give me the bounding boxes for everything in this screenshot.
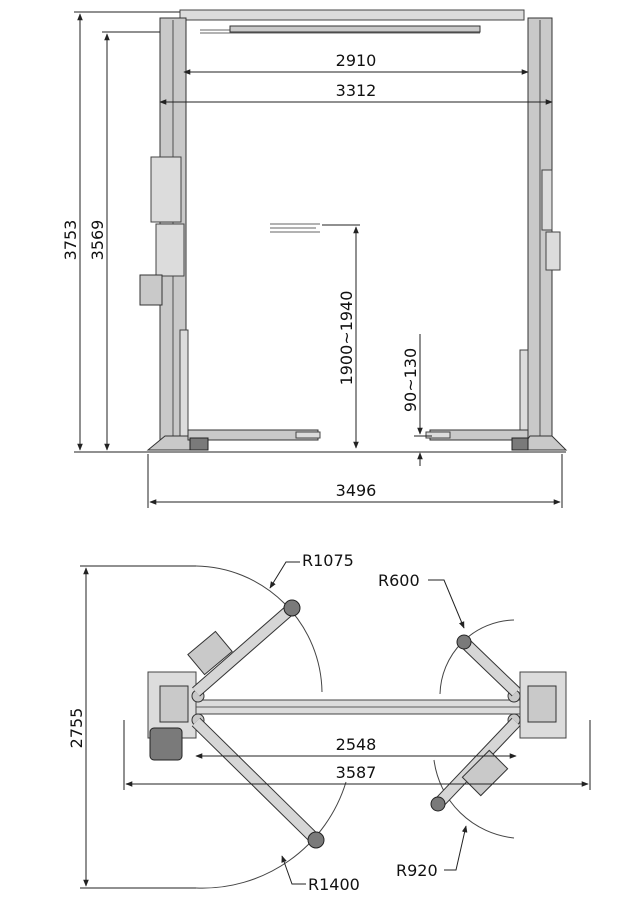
leader-rear-left: R1400 bbox=[281, 855, 360, 894]
leader-front-left: R1075 bbox=[269, 551, 354, 589]
dim-overall-height: 3753 bbox=[61, 11, 180, 453]
dim-column-height-label: 3569 bbox=[88, 220, 107, 261]
left-rear-arm bbox=[191, 717, 325, 849]
cross-beam bbox=[149, 699, 561, 715]
front-view: 3753 3569 2910 3312 1900~1940 bbox=[61, 9, 568, 508]
left-front-arm bbox=[187, 599, 301, 697]
dim-inner-span: 2548 bbox=[195, 735, 517, 759]
right-post-top bbox=[507, 671, 567, 739]
dim-min-pad-height-label: 90~130 bbox=[401, 348, 420, 412]
dim-overall-height-label: 3753 bbox=[61, 220, 80, 261]
right-rear-arm bbox=[430, 717, 521, 812]
left-post-top bbox=[147, 671, 205, 761]
dim-inner-span-label: 2548 bbox=[336, 735, 377, 754]
radius-front-right-label: R600 bbox=[378, 571, 420, 590]
dim-outer-width-label: 3312 bbox=[336, 81, 377, 100]
dim-inner-width: 2910 bbox=[183, 51, 529, 75]
overhead-beam bbox=[179, 9, 525, 34]
dim-depth: 2755 bbox=[67, 565, 196, 889]
radius-front-left-label: R1075 bbox=[302, 551, 354, 570]
left-column bbox=[139, 17, 201, 451]
dim-column-height: 3569 bbox=[88, 31, 160, 451]
dim-min-pad-height: 90~130 bbox=[401, 334, 432, 466]
leader-rear-right: R920 bbox=[396, 825, 468, 880]
dim-outer-width: 3312 bbox=[159, 81, 553, 105]
dim-outer-span: 3587 bbox=[123, 720, 591, 790]
dim-base-width: 3496 bbox=[147, 454, 563, 508]
placard bbox=[270, 223, 320, 233]
dim-max-lift-height-label: 1900~1940 bbox=[337, 291, 356, 386]
dim-base-width-label: 3496 bbox=[336, 481, 377, 500]
leader-front-right: R600 bbox=[378, 571, 465, 629]
right-lift-arm bbox=[425, 429, 529, 451]
right-front-arm bbox=[456, 634, 521, 697]
radius-rear-left-label: R1400 bbox=[308, 875, 360, 894]
top-view: 2755 2548 3587 R1075 R600 R920 bbox=[67, 551, 591, 894]
dim-max-lift-height: 1900~1940 bbox=[322, 224, 360, 449]
arc-rear-right bbox=[433, 759, 515, 839]
arc-rear-left bbox=[195, 781, 347, 889]
dim-outer-span-label: 3587 bbox=[336, 763, 377, 782]
right-column bbox=[519, 17, 568, 451]
dim-depth-label: 2755 bbox=[67, 708, 86, 749]
radius-rear-right-label: R920 bbox=[396, 861, 438, 880]
arc-front-left bbox=[195, 565, 323, 693]
dim-inner-width-label: 2910 bbox=[336, 51, 377, 70]
left-lift-arm bbox=[187, 429, 321, 451]
